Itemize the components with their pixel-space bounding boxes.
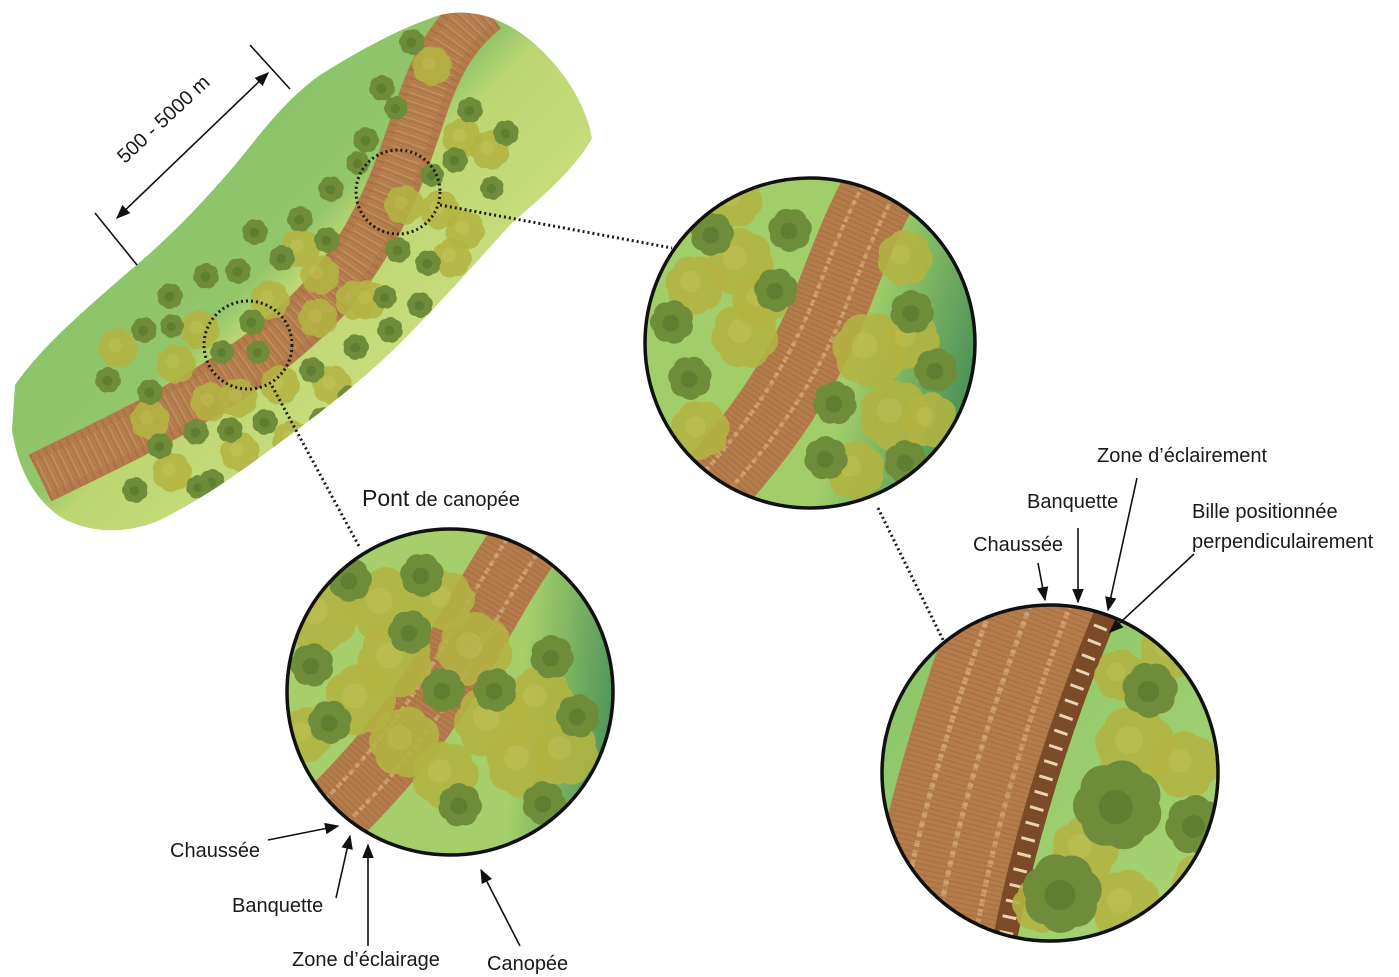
zoom-circle-upper [640, 154, 980, 516]
label-left-zone: Zone d’éclairage [292, 949, 440, 971]
scale-tick-bottom [95, 213, 137, 265]
zoom-circle-log [875, 590, 1238, 965]
canopy-bridge-label: Pont de canopée [362, 485, 520, 511]
light-tree-crown [272, 420, 312, 459]
zoom-circle-canopy-bridge [277, 507, 620, 865]
dark-tree-crown [400, 348, 424, 372]
arrow-left-canopee [481, 870, 520, 946]
label-right-banquette: Banquette [1027, 491, 1118, 513]
label-left-canopee: Canopée [487, 953, 568, 975]
canopy-bridge-label-first: Pont [362, 485, 410, 511]
label-left-chaussee: Chaussée [170, 840, 260, 862]
label-right-zone: Zone d’éclairement [1097, 445, 1268, 467]
scale-tick-top [250, 45, 290, 89]
scale-label: 500 - 5000 m [113, 71, 214, 167]
light-tree-crown [377, 362, 412, 397]
label-left-banquette: Banquette [232, 895, 323, 917]
overview-map [12, 8, 592, 530]
dark-tree-crown [309, 407, 335, 433]
canopy-bridge-label-rest: de canopée [415, 489, 520, 511]
connector-to-circle-right [878, 508, 944, 642]
label-right-bille: Bille positionnée perpendiculairement [1192, 501, 1374, 553]
arrow-left-banquette [336, 836, 350, 898]
label-right-bille-line2: perpendiculairement [1192, 531, 1374, 553]
arrow-right-bille [1110, 554, 1194, 632]
label-right-bille-line1: Bille positionnée [1192, 501, 1338, 523]
light-tree-crown [1171, 851, 1238, 918]
arrow-right-chaussee [1038, 563, 1045, 600]
arrow-left-chaussee [268, 826, 338, 840]
label-right-chaussee: Chaussée [973, 534, 1063, 556]
